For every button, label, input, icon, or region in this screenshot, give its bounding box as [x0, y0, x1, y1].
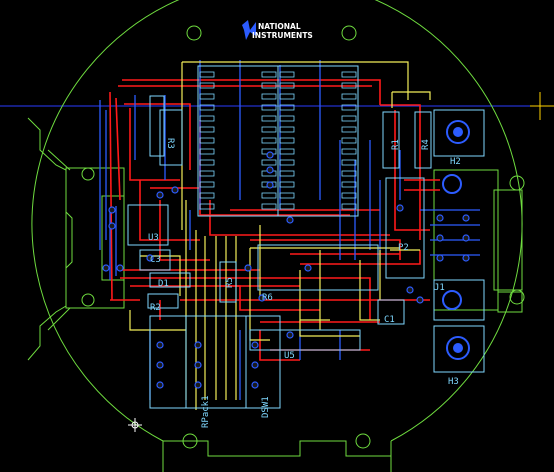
ic-pin-pad: [341, 192, 357, 199]
label-j1: J1: [434, 283, 445, 293]
ic-pin-pad: [199, 203, 215, 210]
ic-pin-pad: [279, 170, 295, 177]
component-labels: R3 R1 R4 H2 H3 U3 C3 D1 R2 R5 R6 U5 C1 P…: [148, 138, 461, 428]
label-r6: R6: [262, 293, 273, 303]
ic-pin-pad: [199, 71, 215, 78]
ic-pin-pad: [279, 137, 295, 144]
silkscreen-outlines: [127, 65, 485, 409]
logo-line-2: INSTRUMENTS: [252, 31, 313, 40]
ic-pin-pad: [341, 126, 357, 133]
ic-pin-pad: [261, 126, 277, 133]
ic-pin-pad: [199, 137, 215, 144]
ic-pin-pad: [279, 148, 295, 155]
ic-pin-pad: [341, 203, 357, 210]
label-r3: R3: [165, 138, 175, 149]
board-outline: [31, 0, 523, 472]
ic-pin-pad: [341, 115, 357, 122]
label-c1: C1: [384, 315, 395, 325]
vias: [102, 151, 470, 389]
ic-pin-pad: [341, 148, 357, 155]
ic-pin-pad: [279, 82, 295, 89]
ic-pin-pad: [199, 93, 215, 100]
ic-pin-pad: [341, 137, 357, 144]
ic-pin-pad: [199, 192, 215, 199]
label-c3: C3: [150, 255, 161, 265]
ic-pin-pad: [199, 170, 215, 177]
ic-pin-pad: [199, 82, 215, 89]
ic-pin-pad: [199, 104, 215, 111]
ic-pin-pad: [199, 115, 215, 122]
ic-pin-pad: [279, 203, 295, 210]
label-u5: U5: [284, 351, 295, 361]
ic-pin-pad: [279, 115, 295, 122]
mounting-holes: [442, 120, 470, 360]
ic-pin-pad: [279, 192, 295, 199]
ic-pin-pad: [261, 137, 277, 144]
ic-pin-pad: [261, 203, 277, 210]
ic-pin-pad: [279, 126, 295, 133]
ic-pin-pad: [199, 181, 215, 188]
ic-pin-pad: [261, 93, 277, 100]
ic-pin-pad: [279, 93, 295, 100]
ic-pin-pad: [341, 93, 357, 100]
label-d1: D1: [158, 279, 169, 289]
ic-pin-pad: [279, 181, 295, 188]
label-r5: R5: [225, 277, 235, 288]
ic-pin-pad: [341, 181, 357, 188]
label-u3: U3: [148, 233, 159, 243]
ic-pin-pad: [261, 82, 277, 89]
left-connector-outline: [27, 117, 125, 361]
ic-pin-pad: [199, 148, 215, 155]
label-p2: P2: [398, 243, 409, 253]
right-connector-outline: [433, 169, 525, 313]
label-r4: R4: [421, 139, 431, 150]
label-h3: H3: [448, 377, 459, 387]
label-r1: R1: [391, 139, 401, 150]
ic-pin-pad: [279, 71, 295, 78]
cursor-icon: [128, 418, 142, 432]
logo-line-1: NATIONAL: [258, 22, 301, 31]
label-r2: R2: [150, 303, 161, 313]
label-dsw1: DSW1: [261, 396, 271, 418]
label-h2: H2: [450, 157, 461, 167]
ic-pin-pad: [341, 104, 357, 111]
ic-pin-pad: [261, 159, 277, 166]
ic-pin-pad: [261, 104, 277, 111]
label-rpack1: RPack1: [201, 395, 211, 428]
ic-pin-pad: [261, 115, 277, 122]
ic-pads: [199, 71, 357, 210]
ic-pin-pad: [341, 159, 357, 166]
ic-pin-pad: [261, 192, 277, 199]
ic-pin-pad: [341, 170, 357, 177]
national-instruments-logo: NATIONAL INSTRUMENTS: [242, 20, 313, 40]
bottom-copper-traces: [99, 60, 480, 400]
ic-pin-pad: [199, 126, 215, 133]
ic-pin-pad: [279, 159, 295, 166]
ic-pin-pad: [341, 71, 357, 78]
ic-pin-pad: [279, 104, 295, 111]
ic-pin-pad: [341, 82, 357, 89]
ic-pin-pad: [261, 71, 277, 78]
ic-pin-pad: [199, 159, 215, 166]
